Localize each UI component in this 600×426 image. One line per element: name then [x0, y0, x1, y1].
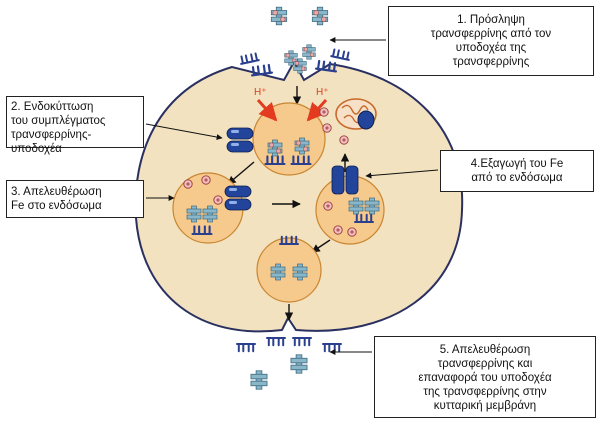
- label-step-2: 2. Ενδοκύττωση του συμπλέγματος τρανσφερ…: [6, 96, 144, 155]
- label-step-5-line-2: τρανσφερρίνης και: [437, 358, 533, 370]
- proton-arrow-right: [306, 98, 328, 122]
- label-step-5-line-1: 5. Απελευθέρωση: [439, 344, 531, 356]
- arrow-icon: [227, 161, 255, 185]
- label-step-1-line-2: τρανσφερρίνης από τον: [430, 28, 552, 40]
- label-step-1-line-1: 1. Πρόσληψη: [457, 14, 525, 26]
- transferrin-icon: [250, 354, 308, 390]
- label-step-1: 1. Πρόσληψη τρανσφερρίνης από τον υποδοχ…: [388, 6, 594, 76]
- label-step-2-line-1: 2. Ενδοκύττωση: [11, 101, 94, 113]
- label-step-4-line-2: από το ενδόσωμα: [471, 172, 563, 184]
- label-step-3: 3. Απελευθέρωση Fe στο ενδόσωμα: [6, 180, 144, 218]
- arrow-icon: [311, 239, 331, 253]
- mitochondrion-icon: [335, 98, 377, 130]
- label-step-2-line-2: του συμπλέγματος: [11, 115, 106, 127]
- pointer-step-4: [365, 169, 439, 179]
- label-step-1-line-3: υποδοχέα της: [455, 42, 527, 54]
- label-step-5-line-5: κυτταρική μεμβράνη: [433, 400, 537, 412]
- pointer-step-2: [145, 123, 223, 140]
- label-step-5-line-3: επαναφορά του υποδοχέα: [418, 372, 552, 384]
- label-step-4: 4.Εξαγωγή του Fe από το ενδόσωμα: [440, 150, 594, 192]
- membrane-receptors-bottom: [236, 337, 342, 353]
- channel-icon: [331, 165, 359, 195]
- label-step-2-line-3: τρανσφερρίνης-: [11, 129, 92, 141]
- proton-label-right: H⁺: [316, 87, 329, 98]
- label-step-3-line-1: 3. Απελευθέρωση: [11, 186, 102, 198]
- label-step-5-line-4: της τρανσφερρίνης στην: [423, 386, 547, 398]
- endosome-recycling: [256, 237, 322, 303]
- label-step-5: 5. Απελευθέρωση τρανσφερρίνης και επαναφ…: [374, 336, 596, 418]
- proton-arrow-left: [256, 98, 278, 122]
- proton-label-left: H⁺: [254, 87, 267, 98]
- label-step-1-line-4: τρανσφερρίνης: [452, 56, 530, 68]
- label-step-2-line-4: υποδοχέα: [11, 143, 62, 155]
- label-step-3-line-2: Fe στο ενδόσωμα: [11, 200, 102, 212]
- label-step-4-line-1: 4.Εξαγωγή του Fe: [470, 158, 564, 170]
